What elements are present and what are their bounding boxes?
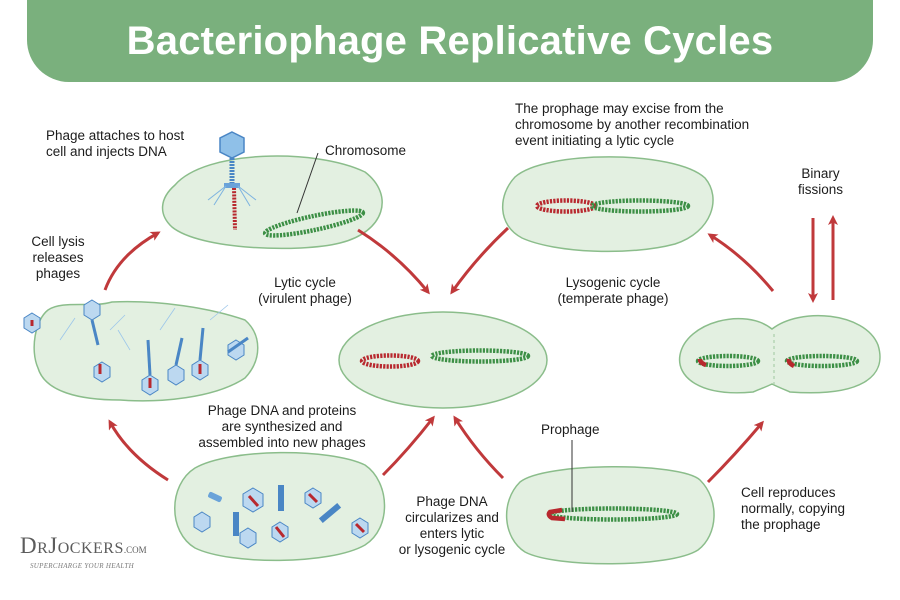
cycle-arrows — [103, 215, 838, 484]
arrow-synthesis-to-center — [381, 415, 435, 477]
label-prophage: Prophage — [541, 422, 600, 437]
logo-wordmark: DRJOCKERS.COM — [20, 533, 147, 558]
cell-prophage — [506, 466, 715, 565]
arrow-dividing-to-excise — [707, 233, 775, 292]
integrated-prophage — [546, 507, 566, 522]
arrow-excise-to-center — [450, 226, 510, 295]
daughter-chromosome-left — [695, 353, 761, 369]
excised-prophage — [534, 198, 598, 214]
chromosome-pointer — [296, 152, 319, 214]
drjockers-logo[interactable]: DRJOCKERS.COM SUPERCHARGE YOUR HEALTH — [20, 533, 170, 571]
phage-components — [193, 485, 369, 549]
page-title: Bacteriophage Replicative Cycles — [126, 19, 774, 63]
host-chromosome — [262, 208, 366, 238]
cell-attach — [161, 155, 383, 250]
attaching-phage — [207, 131, 257, 207]
center-chromosome — [429, 348, 531, 364]
cell-excise — [502, 156, 714, 253]
daughter-prophage-right — [786, 358, 796, 369]
arrow-lysis-to-attach — [103, 231, 161, 291]
arrow-prophage-to-center — [453, 415, 505, 480]
arrow-prophage-to-dividing — [706, 420, 764, 484]
title-banner: Bacteriophage Replicative Cycles — [27, 0, 873, 82]
released-phages — [23, 299, 249, 396]
daughter-prophage-left — [697, 358, 707, 368]
label-lysogenic-cycle: Lysogenic cycle(temperate phage) — [557, 275, 669, 306]
logo-tagline: SUPERCHARGE YOUR HEALTH — [30, 562, 134, 570]
label-chromosome: Chromosome — [325, 143, 407, 158]
label-lytic-cycle: Lytic cycle(virulent phage) — [258, 275, 352, 306]
arrow-synthesis-to-lysis — [108, 419, 169, 482]
injected-dna — [232, 187, 237, 231]
circular-phage-dna — [359, 353, 421, 369]
excise-chromosome — [589, 198, 691, 214]
cell-dividing — [678, 314, 881, 394]
arrow-attach-to-center — [357, 228, 430, 295]
